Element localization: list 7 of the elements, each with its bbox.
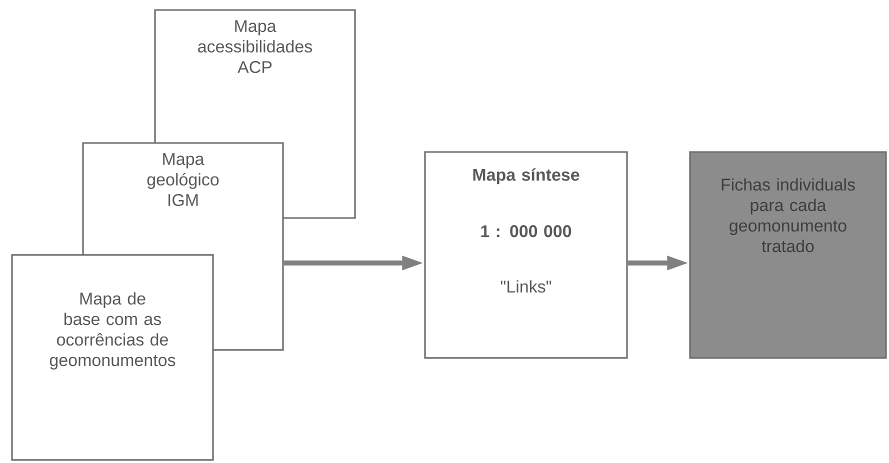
box-text: Mapa geológico IGM (147, 153, 219, 206)
box-text: Mapa acessibilidades ACP (198, 20, 312, 74)
box-text: Fichas individuals para cada geomonumento tratado (722, 178, 855, 252)
box-text: 1 : 000 000 (481, 225, 572, 238)
box-text: Mapa síntese (473, 168, 580, 184)
box-text: Mapa de base com as ocorrências de geomonumentos (50, 292, 176, 370)
box-text: "Links" (500, 280, 552, 293)
